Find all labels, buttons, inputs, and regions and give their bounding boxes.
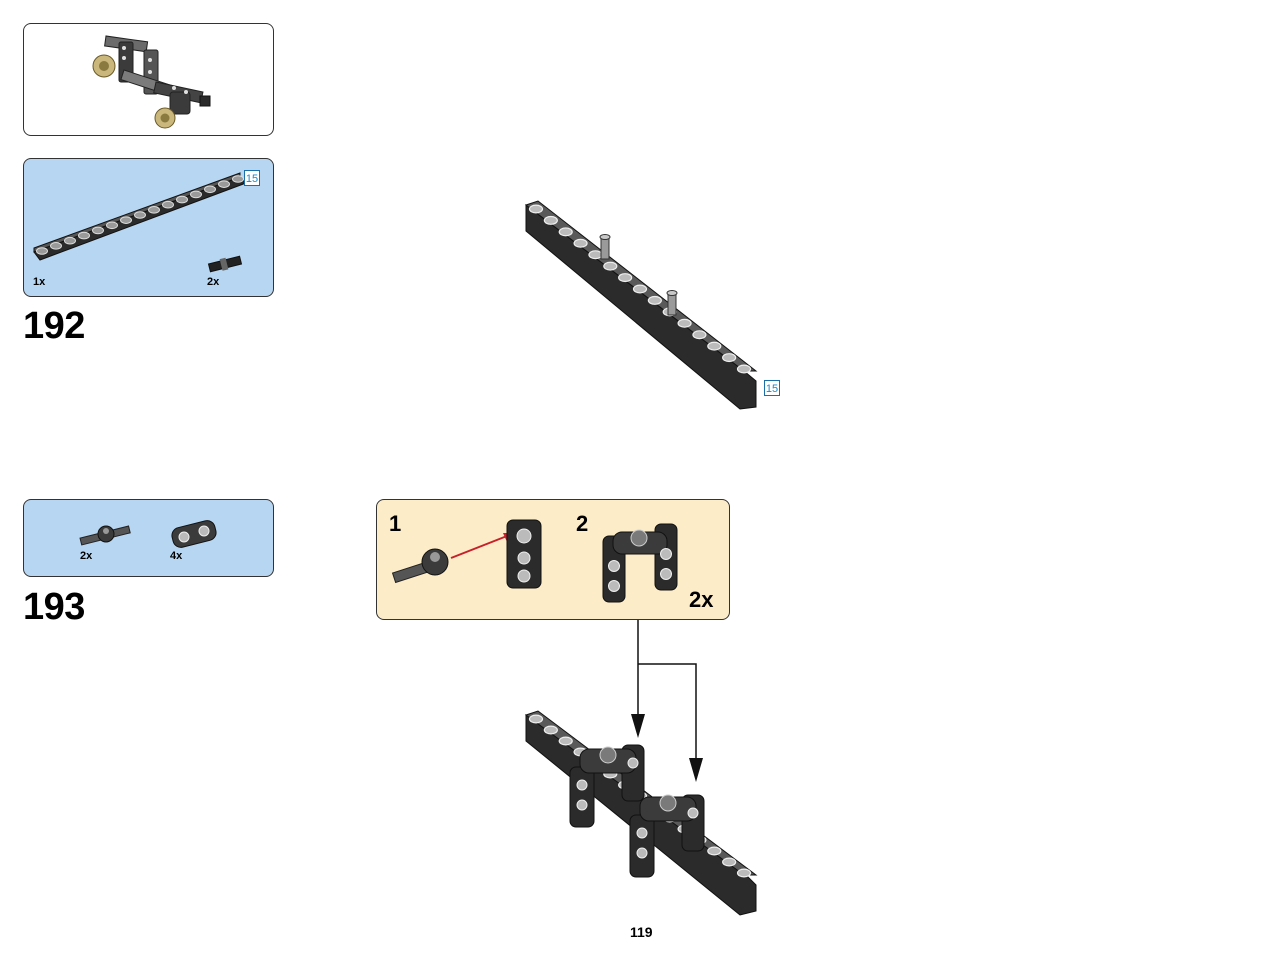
beam-hole — [677, 318, 692, 328]
page-number: 119 — [630, 924, 653, 940]
beam-hole — [692, 330, 707, 340]
beam-hole — [120, 216, 132, 224]
beam-hole — [722, 353, 737, 363]
beam-hole — [736, 868, 752, 878]
beam-hole — [707, 341, 722, 351]
placement-arrows — [631, 620, 703, 782]
beam-hole — [190, 190, 202, 199]
beam-hole — [176, 195, 188, 204]
step-number-192: 192 — [23, 305, 85, 347]
beam-hole — [573, 238, 588, 248]
beam-hole — [603, 261, 618, 271]
previous-assembly-panel — [23, 23, 274, 136]
beam-length-tag: 15 — [244, 170, 260, 186]
step-192-assembly-illustration — [524, 200, 758, 410]
axle-pin-part-icon — [207, 255, 243, 273]
beam-hole — [558, 227, 573, 237]
beam-hole — [232, 175, 244, 183]
beam-hole — [106, 221, 118, 230]
insertion-arrow — [450, 535, 508, 559]
beam-hole — [64, 236, 76, 245]
beam-hole — [218, 180, 230, 188]
beam-hole — [134, 211, 146, 219]
substep-label-1: 1 — [389, 511, 402, 536]
beam-hole — [528, 204, 544, 214]
arrow-head-2 — [689, 758, 703, 782]
axle-with-ball-part-icon — [79, 525, 131, 546]
substep-label-2: 2 — [576, 511, 589, 536]
angle-connector-part-icon — [171, 520, 217, 548]
substep-2-illustration — [602, 523, 678, 603]
beam-hole — [543, 725, 558, 735]
beam-hole — [618, 273, 633, 283]
previous-assembly-illustration — [92, 35, 211, 129]
beam-hole — [92, 226, 104, 235]
part-qty-axle-pin: 2x — [207, 276, 220, 288]
beam-hole — [36, 247, 48, 255]
beam-hole — [736, 364, 752, 374]
beam-hole — [204, 185, 216, 194]
part-qty-beam: 1x — [33, 276, 46, 288]
beam-hole — [707, 846, 722, 856]
step-192-parts-callout: 15 1x 2x — [23, 158, 274, 297]
arrow-head-1 — [631, 714, 645, 738]
step-number-193: 193 — [23, 586, 85, 628]
result-length-tag: 15 — [764, 380, 780, 396]
beam-hole — [528, 714, 544, 724]
part-qty-angle-connector: 4x — [170, 550, 183, 562]
beam-hole — [543, 215, 558, 225]
substep-1-illustration — [391, 519, 542, 589]
beam-hole — [647, 295, 662, 305]
beam-15-part-icon — [33, 172, 247, 261]
part-qty-axle-with-ball: 2x — [80, 550, 93, 562]
subassembly-callout: 1 2 2x — [376, 499, 730, 620]
beam-hole — [722, 857, 737, 867]
beam-hole — [50, 242, 62, 250]
beam-hole — [148, 206, 160, 214]
step-193-assembly-illustration — [524, 710, 758, 916]
beam-hole — [632, 284, 648, 294]
beam-hole — [162, 200, 174, 209]
step-193-parts-callout: 2x 4x — [23, 499, 274, 577]
substep-multiplier: 2x — [689, 587, 714, 612]
beam-hole — [558, 736, 573, 746]
beam-hole — [588, 250, 603, 260]
beam-hole — [78, 231, 90, 240]
